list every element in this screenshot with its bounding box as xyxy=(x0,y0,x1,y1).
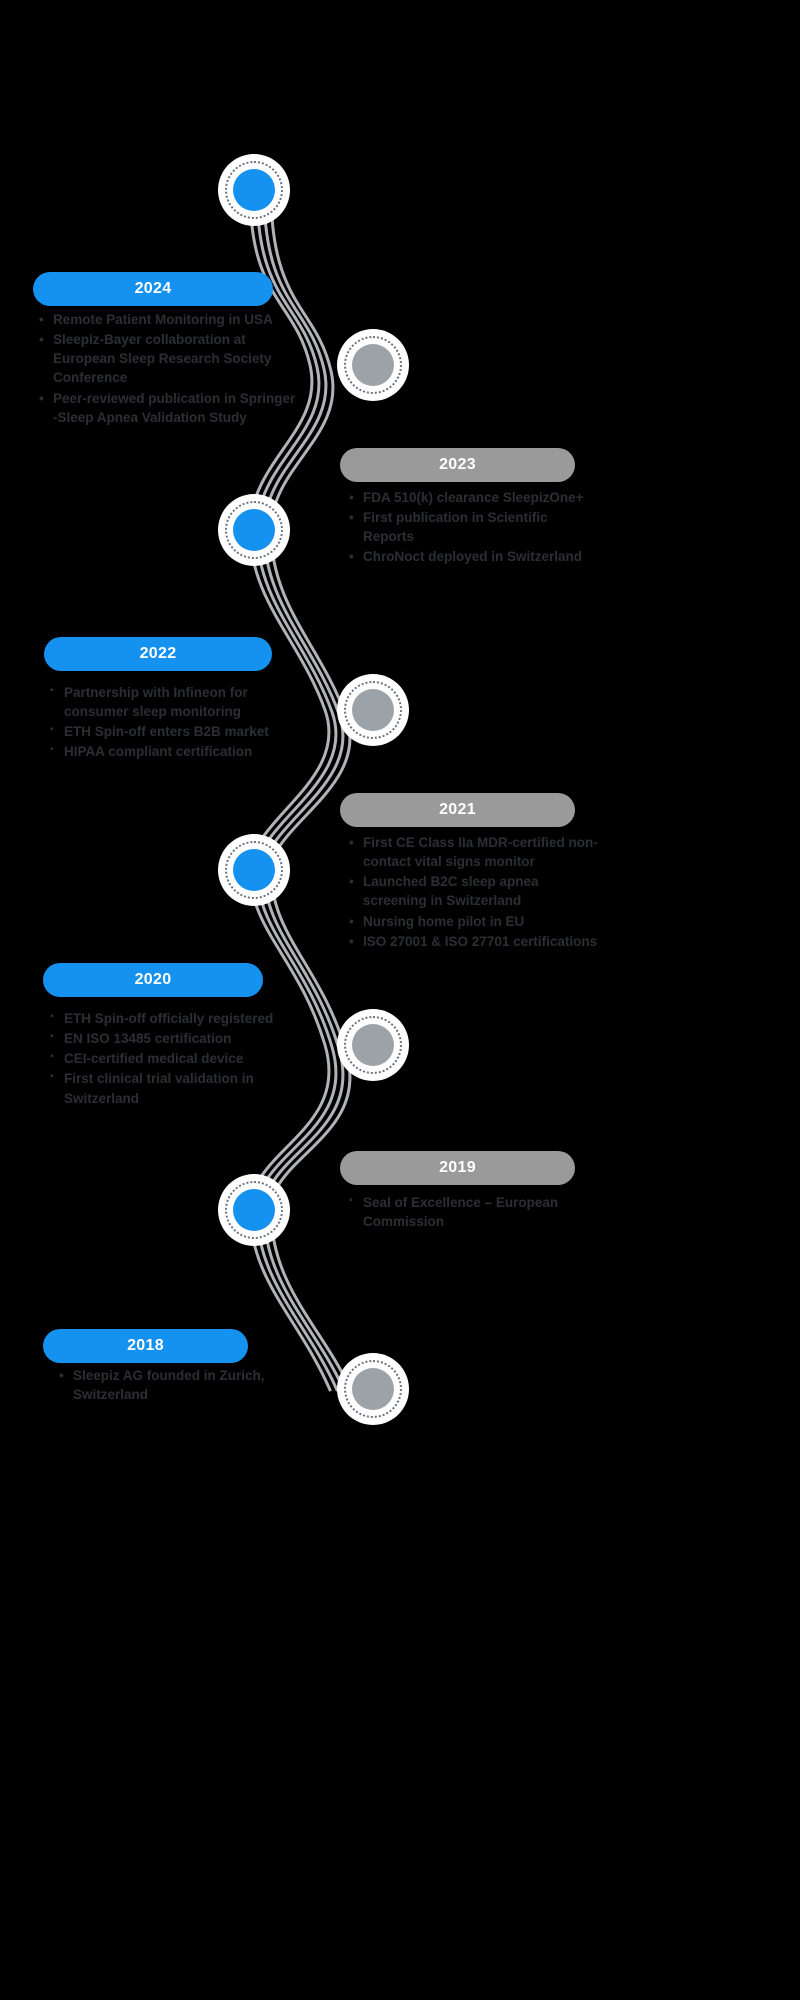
timeline-node-2022[interactable] xyxy=(218,494,290,566)
timeline-node-2021[interactable] xyxy=(337,674,409,746)
timeline-node-2024[interactable] xyxy=(218,154,290,226)
bullet-marker-icon: • xyxy=(349,510,354,526)
list-item-label: ETH Spin-off officially registered xyxy=(64,1011,274,1026)
year-label: 2023 xyxy=(439,456,476,473)
node-dot-ring-icon xyxy=(225,161,283,219)
list-item-label: Sleepiz-Bayer collaboration at European … xyxy=(53,332,272,386)
bullet-marker-icon: • xyxy=(349,913,354,929)
node-dot-ring-icon xyxy=(344,1016,402,1074)
milestones-2018: • Sleepiz AG founded in Zurich, Switzerla… xyxy=(55,1366,308,1405)
year-pill-2021[interactable]: 2021 xyxy=(340,793,575,827)
list-item-label: ChroNoct deployed in Switzerland xyxy=(363,549,583,565)
list-item: • Nursing home pilot in EU xyxy=(349,912,601,931)
node-dot-ring-icon xyxy=(225,1181,283,1239)
list-item: ▪ ETH Spin-off officially registered xyxy=(50,1009,299,1028)
list-item-label: HIPAA compliant certification xyxy=(64,744,253,760)
timeline-node-2020[interactable] xyxy=(218,834,290,906)
year-pill-2020[interactable]: 2020 xyxy=(43,963,263,997)
list-item-label: CEI-certified medical device xyxy=(64,1051,244,1067)
bullet-marker-icon: • xyxy=(349,933,354,949)
year-pill-2018[interactable]: 2018 xyxy=(43,1329,248,1363)
year-pill-2019[interactable]: 2019 xyxy=(340,1151,575,1185)
list-item-label: First clinical trial validation in Switz… xyxy=(64,1071,254,1106)
list-item-label: First publication in Scientific Reports xyxy=(363,510,548,545)
year-label: 2024 xyxy=(134,280,172,297)
timeline-node-2023[interactable] xyxy=(337,329,409,401)
year-label: 2018 xyxy=(127,1337,164,1354)
list-item: • Peer-reviewed publication in Springer -… xyxy=(39,389,298,427)
list-item-label: FDA 510(k) clearance SleepizOne+ xyxy=(363,490,584,505)
year-label: 2021 xyxy=(439,801,476,818)
bullet-marker-icon: • xyxy=(349,835,354,850)
node-dot-ring-icon xyxy=(344,336,402,394)
list-item: • Launched B2C sleep apnea screening in S… xyxy=(349,872,601,910)
milestones-2022: ▪ Partnership with Infineon for consumer … xyxy=(46,683,299,763)
list-item: • ISO 27001 & ISO 27701 certifications xyxy=(349,932,601,951)
list-item-label: Seal of Excellence – European Commission xyxy=(363,1195,559,1230)
bullet-marker-icon: • xyxy=(39,332,44,348)
year-label: 2020 xyxy=(134,971,172,988)
bullet-marker-icon: ▪ xyxy=(50,1031,54,1043)
milestones-2020: ▪ ETH Spin-off officially registered ▪ EN … xyxy=(46,1009,299,1109)
bullet-marker-icon: ▪ xyxy=(50,1051,54,1063)
list-item: • First CE Class IIa MDR-certified non-co… xyxy=(349,833,601,871)
node-dot-ring-icon xyxy=(344,1360,402,1418)
list-item-label: Launched B2C sleep apnea screening in Sw… xyxy=(363,874,539,909)
bullet-marker-icon: • xyxy=(39,312,44,327)
bullet-marker-icon: ▪ xyxy=(50,685,54,696)
list-item-label: Nursing home pilot in EU xyxy=(363,913,525,929)
list-item: ▪ EN ISO 13485 certification xyxy=(50,1029,299,1048)
bullet-marker-icon: • xyxy=(349,549,354,565)
list-item: • FDA 510(k) clearance SleepizOne+ xyxy=(349,488,598,507)
milestones-2019: ▪ Seal of Excellence – European Commissio… xyxy=(345,1193,598,1232)
milestones-2021: • First CE Class IIa MDR-certified non-co… xyxy=(345,833,601,952)
list-item: ▪ CEI-certified medical device xyxy=(50,1049,299,1068)
node-dot-ring-icon xyxy=(344,681,402,739)
milestones-2024: • Remote Patient Monitoring in USA • Sleep… xyxy=(35,310,298,428)
list-item: • ChroNoct deployed in Switzerland xyxy=(349,547,598,566)
list-item-label: First CE Class IIa MDR-certified non-con… xyxy=(363,835,598,870)
list-item-label: ETH Spin-off enters B2B market xyxy=(64,724,269,740)
list-item: • Sleepiz-Bayer collaboration at European… xyxy=(39,330,298,387)
year-pill-2023[interactable]: 2023 xyxy=(340,448,575,482)
year-label: 2019 xyxy=(439,1159,476,1176)
list-item-label: Remote Patient Monitoring in USA xyxy=(53,312,273,327)
list-item: • First publication in Scientific Reports xyxy=(349,508,598,546)
list-item-label: ISO 27001 & ISO 27701 certifications xyxy=(363,933,598,949)
bullet-marker-icon: ▪ xyxy=(349,1195,353,1206)
year-pill-2024[interactable]: 2024 xyxy=(33,272,273,306)
bullet-marker-icon: ▪ xyxy=(50,1011,54,1022)
list-item-label: Partnership with Infineon for consumer s… xyxy=(64,685,248,720)
list-item: • Sleepiz AG founded in Zurich, Switzerla… xyxy=(59,1366,308,1404)
list-item: ▪ Seal of Excellence – European Commissio… xyxy=(349,1193,598,1231)
bullet-marker-icon: ▪ xyxy=(50,724,54,736)
timeline-node-2018[interactable] xyxy=(218,1174,290,1246)
bullet-marker-icon: • xyxy=(59,1368,64,1383)
list-item: ▪ HIPAA compliant certification xyxy=(50,742,299,761)
list-item-label: EN ISO 13485 certification xyxy=(64,1031,232,1047)
list-item: ▪ Partnership with Infineon for consumer … xyxy=(50,683,299,721)
year-label: 2022 xyxy=(139,645,177,662)
node-dot-ring-icon xyxy=(225,501,283,559)
bullet-marker-icon: ▪ xyxy=(50,744,54,756)
bullet-marker-icon: • xyxy=(349,874,354,890)
list-item-label: Peer-reviewed publication in Springer -S… xyxy=(53,390,296,425)
node-dot-ring-icon xyxy=(225,841,283,899)
list-item-label: Sleepiz AG founded in Zurich, Switzerlan… xyxy=(73,1368,265,1403)
list-item: ▪ ETH Spin-off enters B2B market xyxy=(50,722,299,741)
timeline-node-2019[interactable] xyxy=(337,1009,409,1081)
year-pill-2022[interactable]: 2022 xyxy=(44,637,272,671)
list-item: ▪ First clinical trial validation in Swit… xyxy=(50,1069,299,1107)
bullet-marker-icon: • xyxy=(39,390,44,406)
timeline-node-end[interactable] xyxy=(337,1353,409,1425)
bullet-marker-icon: ▪ xyxy=(50,1071,54,1083)
bullet-marker-icon: • xyxy=(349,490,354,505)
milestones-2023: • FDA 510(k) clearance SleepizOne+ • First… xyxy=(345,488,598,568)
list-item: • Remote Patient Monitoring in USA xyxy=(39,310,298,329)
